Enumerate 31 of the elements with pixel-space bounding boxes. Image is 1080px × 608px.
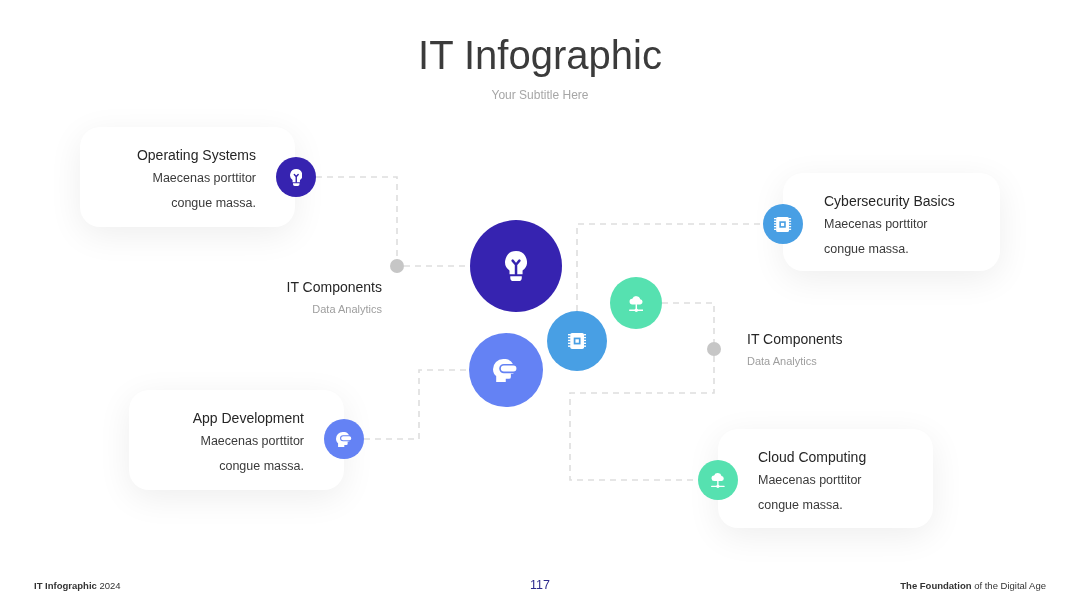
info-card xyxy=(783,173,1000,271)
card-heading: Cloud Computing xyxy=(758,448,867,467)
dot-label: IT Components xyxy=(747,330,843,349)
connector-line xyxy=(661,302,715,343)
info-card xyxy=(80,127,295,227)
card-heading: Operating Systems xyxy=(136,146,256,165)
slide-title: IT Infographic xyxy=(418,32,662,79)
footer-text: The Foundation of the Digital Age xyxy=(900,579,1046,591)
connector-line xyxy=(569,355,715,481)
card-heading: Cybersecurity Basics xyxy=(824,192,955,211)
card-text: Maecenas porttitor congue massa. xyxy=(199,433,304,475)
page-number: 117 xyxy=(530,578,550,592)
info-card xyxy=(129,390,344,490)
dot-sublabel: Data Analytics xyxy=(747,354,817,369)
connector-dot xyxy=(707,342,721,356)
icon-circle xyxy=(324,419,364,459)
icon-circle xyxy=(698,460,738,500)
connector-dot xyxy=(390,259,404,273)
dot-sublabel: Data Analytics xyxy=(312,302,382,317)
icon-circle xyxy=(610,277,662,329)
icon-circle xyxy=(763,204,803,244)
card-text: Maecenas porttitor congue massa. xyxy=(758,472,863,514)
icon-circle xyxy=(276,157,316,197)
card-text: Maecenas porttitor congue massa. xyxy=(151,170,256,212)
icon-circle xyxy=(547,311,607,371)
card-heading: App Development xyxy=(192,409,304,428)
card-text: Maecenas porttitor congue massa. xyxy=(824,216,929,258)
dot-label: IT Components xyxy=(286,278,382,297)
slide-subtitle: Your Subtitle Here xyxy=(491,88,589,102)
footer-text: IT Infographic 2024 xyxy=(34,579,121,591)
info-card xyxy=(718,429,933,528)
